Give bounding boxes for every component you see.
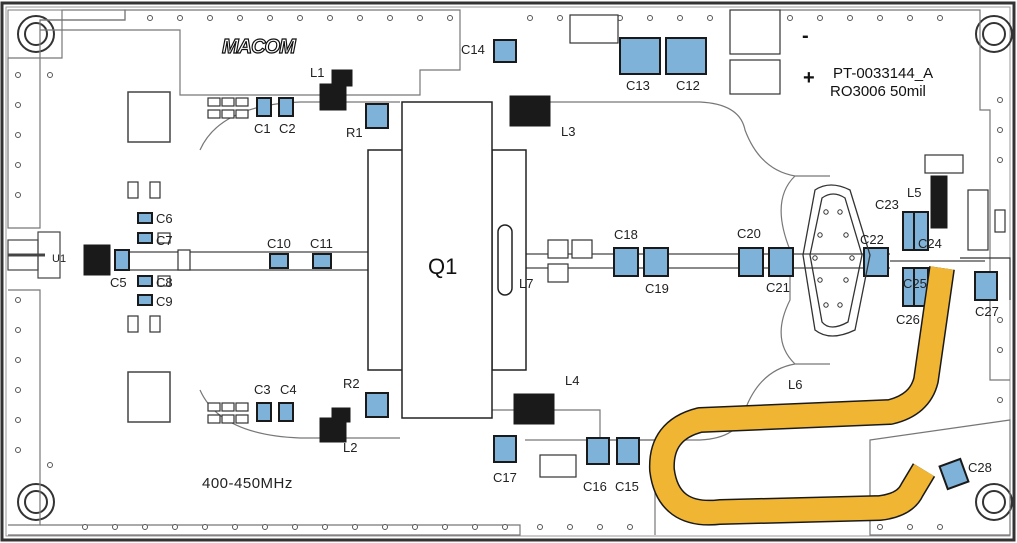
- macom-logo: MACOM: [221, 35, 296, 58]
- ref-u1: U1: [52, 253, 67, 265]
- ref-l1: L1: [310, 65, 325, 80]
- ref-c9: C9: [156, 294, 173, 309]
- ref-c24: C24: [918, 236, 942, 251]
- ref-c22: C22: [860, 232, 884, 247]
- ref-c27: C27: [975, 304, 999, 319]
- ref-c16: C16: [583, 479, 607, 494]
- ref-c20: C20: [737, 226, 761, 241]
- ref-c10: C10: [267, 236, 291, 251]
- part-number: PT-0033144_A: [833, 65, 934, 82]
- ref-c13: C13: [626, 78, 650, 93]
- ref-l6: L6: [788, 377, 803, 392]
- balun-vias: [812, 209, 855, 308]
- ref-c8: C8: [156, 275, 173, 290]
- ref-l3: L3: [561, 124, 576, 139]
- minus-sign: -: [802, 25, 809, 47]
- bias-pads: [127, 91, 171, 423]
- ref-c3: C3: [254, 382, 271, 397]
- ref-c21: C21: [766, 280, 790, 295]
- ref-c7: C7: [156, 233, 173, 248]
- passive-pads: [127, 9, 964, 478]
- transistor-q1: [367, 101, 527, 419]
- rf-input-connector: [7, 231, 61, 279]
- ref-c11: C11: [310, 236, 333, 251]
- ref-c4: C4: [280, 382, 297, 397]
- mounting-holes: [7, 9, 1013, 521]
- ref-c2: C2: [279, 121, 296, 136]
- ref-r1: R1: [346, 125, 363, 140]
- ref-c23: C23: [875, 197, 899, 212]
- plus-sign: +: [803, 67, 815, 89]
- ref-c17: C17: [493, 470, 517, 485]
- ref-c5: C5: [110, 275, 127, 290]
- frequency-label: 400-450MHz: [202, 475, 293, 492]
- ref-c1: C1: [254, 121, 271, 136]
- l6-trace-fill: [650, 266, 954, 525]
- substrate-label: RO3006 50mil: [830, 83, 926, 100]
- rf-output-connector: [960, 189, 1011, 300]
- ref-l5: L5: [907, 185, 922, 200]
- output-balun: [802, 184, 871, 337]
- ref-c12: C12: [676, 78, 700, 93]
- capacitors: [114, 37, 998, 491]
- ref-c15: C15: [615, 479, 639, 494]
- ref-c28: C28: [968, 460, 992, 475]
- ref-c26: C26: [896, 312, 920, 327]
- ref-c25: C25: [903, 276, 927, 291]
- ref-l2: L2: [343, 440, 358, 455]
- ref-r2: R2: [343, 376, 360, 391]
- ref-c19: C19: [645, 281, 669, 296]
- ref-l7: L7: [519, 276, 534, 291]
- ref-c14: C14: [461, 42, 485, 57]
- transistor-label: Q1: [428, 254, 458, 279]
- ref-c18: C18: [614, 227, 638, 242]
- ref-l4: L4: [565, 373, 580, 388]
- ref-c6: C6: [156, 211, 173, 226]
- inductors: [83, 69, 948, 443]
